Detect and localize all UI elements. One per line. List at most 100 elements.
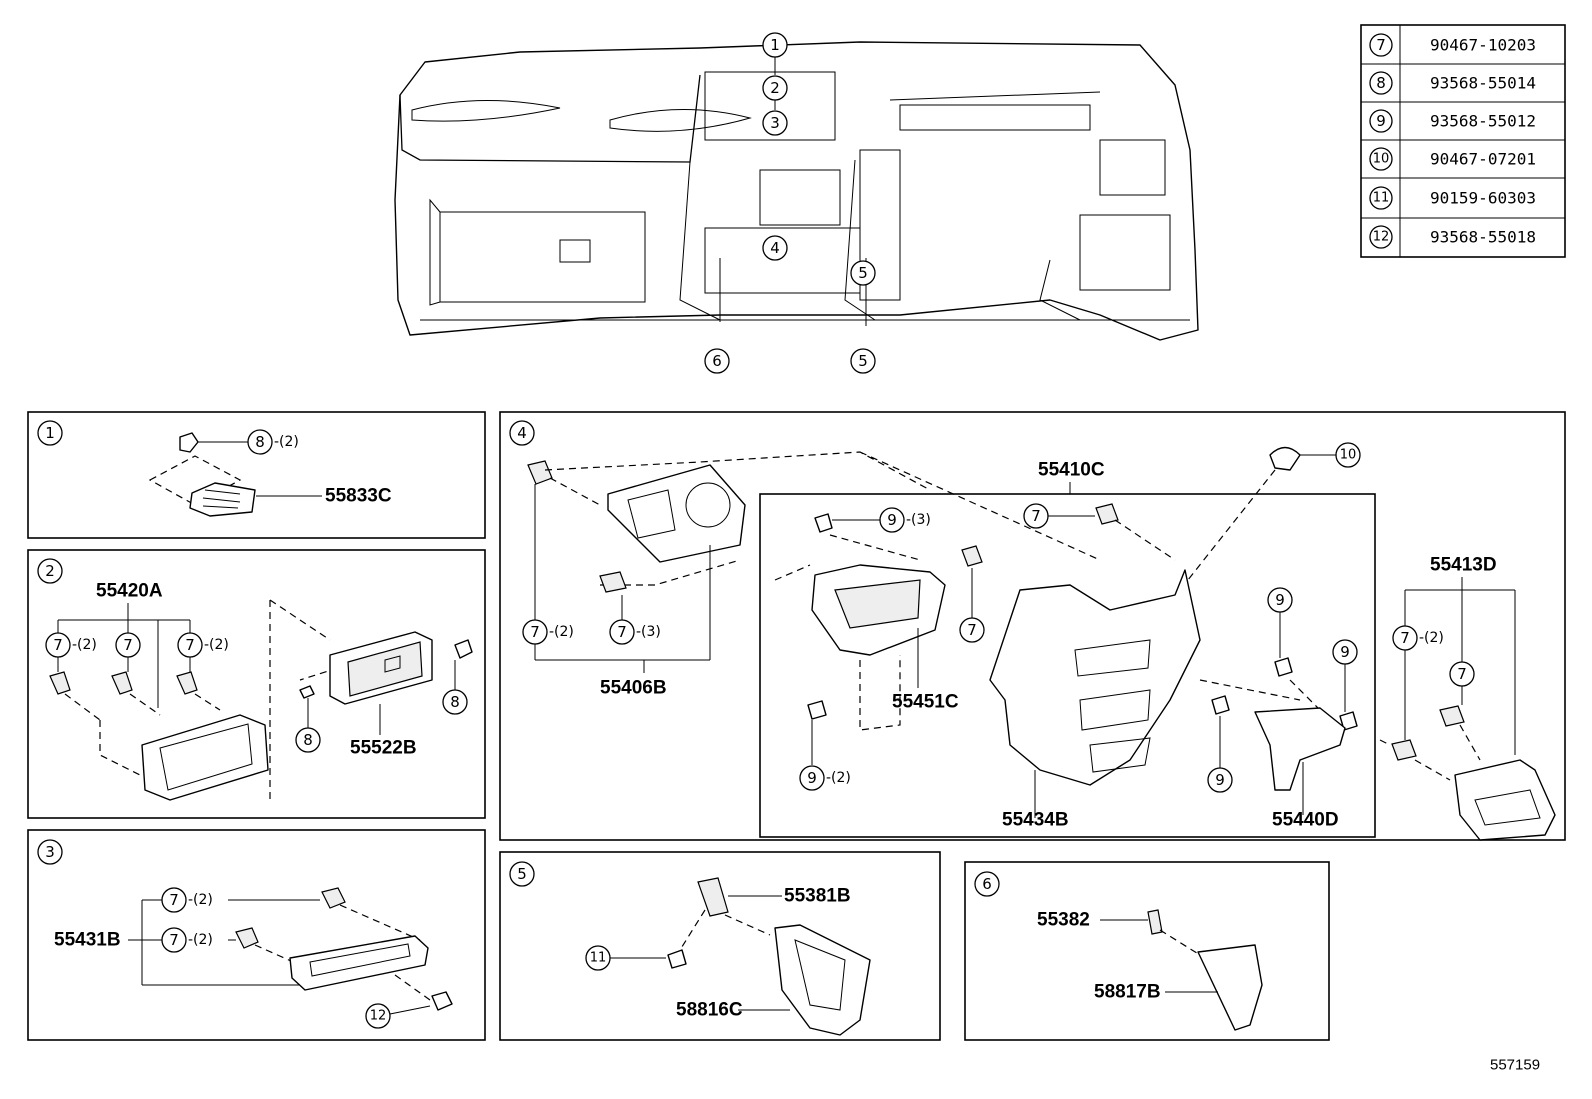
overview-callout[interactable]: 5	[850, 260, 876, 286]
screw-icon	[814, 513, 833, 533]
callout-7[interactable]: 7	[1023, 503, 1049, 529]
panel-1: 1 8 -(2) 55833C	[27, 411, 486, 539]
callout-7[interactable]: 7	[45, 632, 71, 658]
callout-8[interactable]: 8	[247, 429, 273, 455]
part-number[interactable]: 55451C	[892, 692, 959, 713]
part-number[interactable]: 55522B	[350, 738, 417, 759]
overview-callout[interactable]: 4	[762, 235, 788, 261]
part-number[interactable]: 55431B	[54, 930, 121, 951]
callout-7[interactable]: 7	[609, 619, 635, 645]
overview-callout[interactable]: 1	[762, 32, 788, 58]
callout-7[interactable]: 7	[1449, 661, 1475, 687]
svg-text:9: 9	[887, 511, 897, 529]
quantity-label: -(2)	[72, 637, 97, 653]
svg-text:7: 7	[53, 636, 63, 654]
overview-callout[interactable]: 3	[762, 110, 788, 136]
svg-text:7: 7	[1457, 665, 1467, 683]
part-number[interactable]: 55833C	[325, 486, 392, 507]
callout-10[interactable]: 10	[1335, 442, 1361, 468]
callout-9[interactable]: 9	[879, 507, 905, 533]
svg-text:7: 7	[169, 931, 179, 949]
callout-8[interactable]: 8	[295, 727, 321, 753]
part-number[interactable]: 55406B	[600, 678, 667, 699]
svg-text:7: 7	[967, 621, 977, 639]
part-number[interactable]: 55382	[1037, 910, 1090, 931]
overview-callout[interactable]: 2	[762, 75, 788, 101]
quantity-label: -(3)	[636, 624, 661, 640]
clip-icon	[1147, 909, 1163, 935]
svg-text:7: 7	[1400, 629, 1410, 647]
callout-12[interactable]: 12	[365, 1003, 391, 1029]
panel-number: 2	[45, 562, 55, 580]
quantity-label: -(2)	[188, 892, 213, 908]
console-tray-icon	[1454, 759, 1556, 841]
legend-callout: 8	[1376, 74, 1386, 92]
legend-row: 10 90467-07201	[1369, 147, 1536, 171]
legend-part-number: 93568-55018	[1430, 228, 1536, 247]
callout-11[interactable]: 11	[585, 945, 611, 971]
legend-part-number: 90467-10203	[1430, 36, 1536, 55]
part-number[interactable]: 55440D	[1272, 810, 1339, 831]
svg-text:9: 9	[1275, 591, 1285, 609]
callout-9[interactable]: 9	[799, 765, 825, 791]
callout-7[interactable]: 7	[522, 619, 548, 645]
part-number[interactable]: 55410C	[1038, 460, 1105, 481]
callout-9[interactable]: 9	[1207, 767, 1233, 793]
panel-5: 5 55381B 11 58816C	[499, 851, 941, 1041]
callout-7[interactable]: 7	[161, 887, 187, 913]
callout-7[interactable]: 7	[161, 927, 187, 953]
quantity-label: -(2)	[549, 624, 574, 640]
legend-row: 11 90159-60303	[1369, 186, 1536, 210]
parts-legend-table: 7 90467-10203 8 93568-55014 9 93568-5501…	[1360, 24, 1566, 258]
svg-text:1: 1	[770, 36, 780, 54]
callout-8[interactable]: 8	[442, 689, 468, 715]
switch-bezel-icon	[289, 935, 429, 991]
legend-row: 7 90467-10203	[1369, 33, 1536, 57]
svg-text:7: 7	[123, 636, 133, 654]
legend-callout: 9	[1376, 112, 1386, 130]
legend-callout: 11	[1373, 191, 1390, 206]
part-number[interactable]: 58817B	[1094, 982, 1161, 1003]
clip-icon	[111, 671, 133, 695]
callout-9[interactable]: 9	[1332, 639, 1358, 665]
svg-text:5: 5	[858, 264, 868, 282]
legend-callout: 12	[1373, 230, 1390, 245]
svg-text:7: 7	[1031, 507, 1041, 525]
quantity-label: -(3)	[906, 512, 931, 528]
center-bezel-icon	[141, 714, 269, 801]
callout-7[interactable]: 7	[1392, 625, 1418, 651]
svg-text:2: 2	[770, 79, 780, 97]
clip-icon	[961, 545, 983, 567]
part-number[interactable]: 55434B	[1002, 810, 1069, 831]
svg-text:9: 9	[807, 769, 817, 787]
clip-icon	[1095, 503, 1119, 525]
part-number[interactable]: 55413D	[1430, 555, 1497, 576]
quantity-label: -(2)	[1419, 630, 1444, 646]
screw-icon	[1211, 695, 1230, 715]
callout-9[interactable]: 9	[1267, 587, 1293, 613]
clip-icon	[179, 432, 199, 453]
svg-text:7: 7	[617, 623, 627, 641]
svg-text:7: 7	[530, 623, 540, 641]
part-number[interactable]: 55420A	[96, 581, 163, 602]
cluster-hood-icon	[607, 464, 746, 563]
svg-text:8: 8	[255, 433, 265, 451]
overview-callout[interactable]: 6	[704, 348, 730, 374]
panel-number: 5	[517, 865, 527, 883]
clip-icon	[321, 887, 346, 909]
bracket-icon	[697, 877, 729, 917]
part-number[interactable]: 55381B	[784, 886, 851, 907]
illustration-reference-code: 557159	[1490, 1057, 1540, 1074]
panel-number: 4	[517, 424, 527, 442]
legend-row: 9 93568-55012	[1369, 109, 1536, 133]
air-vent-icon	[189, 482, 256, 517]
svg-text:3: 3	[770, 114, 780, 132]
svg-text:5: 5	[858, 352, 868, 370]
part-number[interactable]: 58816C	[676, 1000, 743, 1021]
legend-part-number: 90159-60303	[1430, 189, 1536, 208]
callout-7[interactable]: 7	[115, 632, 141, 658]
overview-callout[interactable]: 5	[850, 348, 876, 374]
panel-2: 2 55420A 7 -(2) 7 7 -(2) 8 8 55522	[27, 549, 486, 819]
callout-7[interactable]: 7	[177, 632, 203, 658]
callout-7[interactable]: 7	[959, 617, 985, 643]
